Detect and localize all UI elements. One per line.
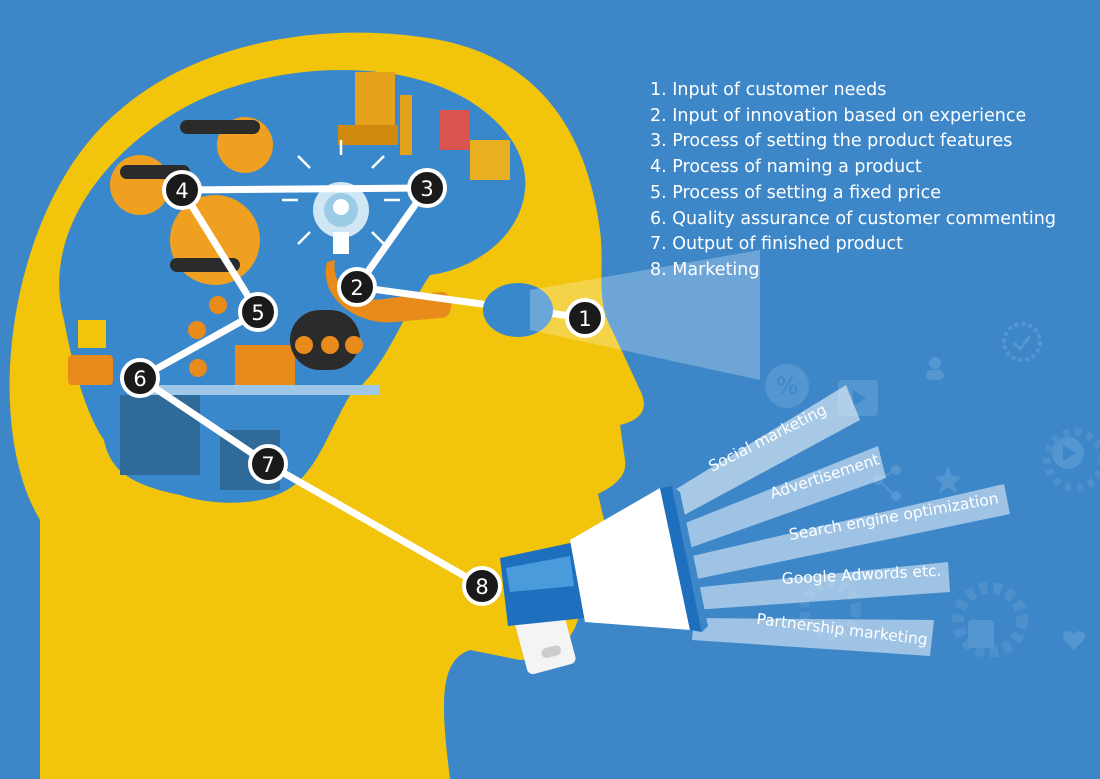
svg-text:3: 3 — [420, 177, 433, 201]
process-legend: 1. Input of customer needs 2. Input of i… — [650, 78, 1056, 284]
legend-item-7: 7. Output of finished product — [650, 234, 903, 255]
legend-item-8: 8. Marketing — [650, 259, 760, 280]
legend-item-1: 1. Input of customer needs — [650, 80, 887, 100]
svg-text:1: 1 — [578, 307, 591, 331]
factory-robot-icon — [68, 72, 510, 490]
edge-3-4 — [178, 184, 431, 194]
edge-6-7 — [136, 374, 272, 468]
svg-text:6: 6 — [133, 367, 146, 391]
node-4: 4 — [162, 170, 202, 210]
marketing-beams — [668, 385, 1010, 656]
clock-icon — [1002, 322, 1042, 362]
svg-text:4: 4 — [175, 179, 188, 203]
beam-google-adwords — [692, 562, 950, 610]
node-1: 1 — [565, 298, 605, 338]
svg-text:2: 2 — [350, 276, 363, 300]
edge-5-6 — [136, 308, 262, 382]
edge-2-3 — [353, 184, 431, 291]
legend-item-6: 6. Quality assurance of customer comment… — [650, 208, 1056, 229]
play-icon — [1052, 437, 1084, 469]
megaphone-icon — [500, 486, 708, 675]
svg-text:8: 8 — [475, 575, 488, 599]
svg-text:7: 7 — [261, 453, 274, 477]
node-3: 3 — [407, 168, 447, 208]
edge-7-8 — [264, 460, 486, 590]
user-icon — [926, 357, 944, 380]
beam-search-engine-optimization — [688, 484, 1010, 580]
legend-item-5: 5. Process of setting a fixed price — [650, 182, 941, 203]
eye — [483, 250, 760, 380]
legend-item-4: 4. Process of naming a product — [650, 157, 922, 178]
node-8: 8 — [462, 566, 502, 606]
svg-text:%: % — [776, 372, 799, 400]
node-6: 6 — [120, 358, 160, 398]
node-5: 5 — [238, 292, 278, 332]
legend-item-2: 2. Input of innovation based on experien… — [650, 105, 1027, 126]
beam-advertisement — [678, 446, 886, 550]
process-nodes: 1 2 3 4 5 6 7 8 — [120, 168, 605, 606]
star-icon — [934, 466, 962, 493]
node-7: 7 — [248, 444, 288, 484]
legend-item-3: 3. Process of setting the product featur… — [650, 131, 1013, 152]
euro-coin-icon — [188, 296, 363, 377]
percent-icon: % — [765, 364, 809, 408]
edge-4-5 — [178, 186, 262, 316]
beam-partnership-marketing — [692, 618, 934, 656]
thumbs-up-icon — [968, 620, 994, 648]
beam-social-marketing — [668, 385, 860, 520]
heart-icon — [1063, 631, 1085, 650]
svg-text:5: 5 — [251, 301, 264, 325]
node-2: 2 — [337, 267, 377, 307]
